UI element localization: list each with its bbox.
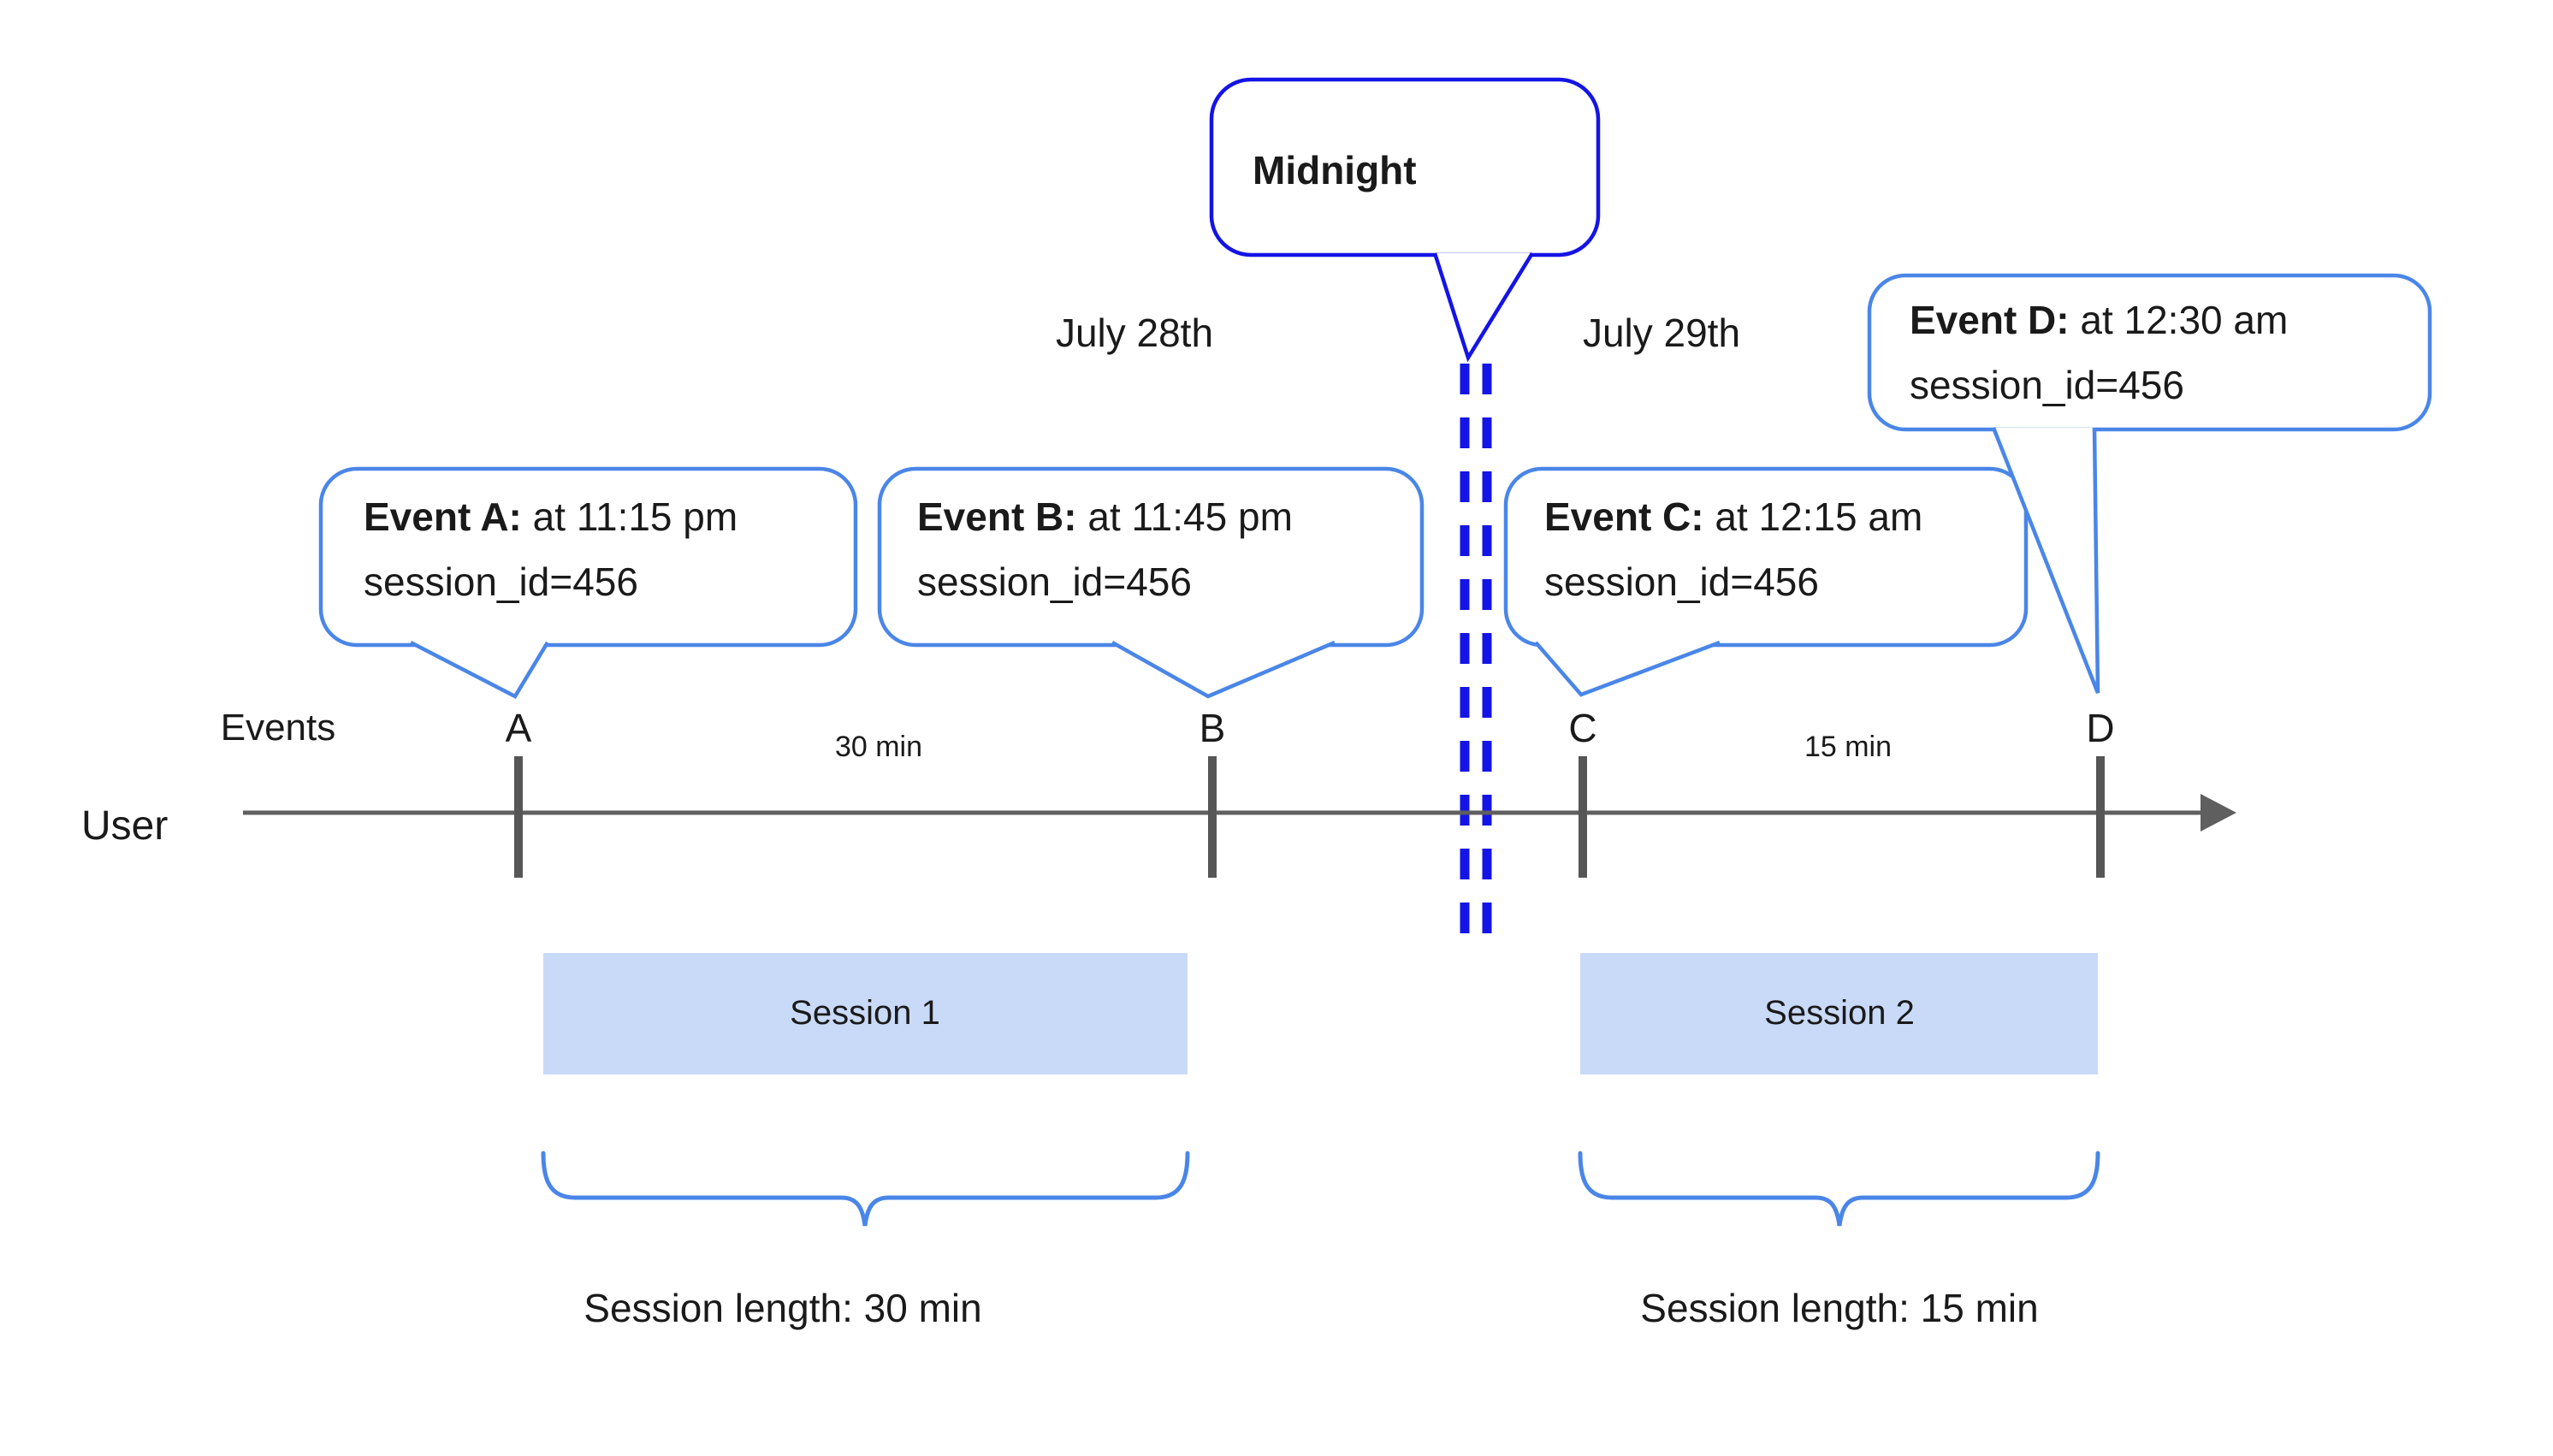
interval-label-30min: 30 min (834, 731, 923, 763)
event-d-bubble (1867, 273, 2432, 432)
session-1-box (543, 953, 1188, 1074)
event-b-time: at 11:45 pm (1076, 494, 1293, 539)
event-c-bubble (1503, 466, 2029, 648)
midnight-label: Midnight (1253, 148, 1417, 192)
timeline-arrowhead-icon (2201, 794, 2236, 832)
event-d-session: session_id=456 (1910, 363, 2184, 407)
event-c-bubble-tail (1534, 640, 1721, 697)
event-d-line1: Event D: at 12:30 am (1910, 287, 2288, 352)
session-1-length-label: Session length: 30 min (583, 1286, 982, 1330)
tick-label-a: A (505, 706, 532, 750)
user-axis-label: User (81, 803, 169, 849)
event-c-time: at 12:15 am (1703, 494, 1923, 539)
date-label-july-29: July 29th (1582, 311, 1741, 355)
event-b-text: Event B: at 11:45 pm session_id=456 (917, 484, 1293, 614)
interval-label-15min: 15 min (1804, 731, 1893, 763)
tick-label-b: B (1199, 706, 1226, 750)
midnight-bubble (1209, 77, 1601, 257)
event-d-bubble-tail (1991, 427, 2100, 694)
session-2-label: Session 2 (1764, 994, 1915, 1032)
event-a-time: at 11:15 pm (521, 494, 738, 539)
session-1-label: Session 1 (790, 994, 940, 1032)
date-label-july-28: July 28th (1055, 311, 1214, 355)
session-2-length-label: Session length: 15 min (1640, 1286, 2039, 1330)
event-c-title: Event C: (1544, 494, 1704, 539)
event-b-title: Event B: (917, 494, 1077, 539)
events-axis-label: Events (220, 707, 336, 749)
tick-label-d: D (2086, 706, 2115, 750)
event-a-bubble (318, 466, 858, 648)
event-b-session: session_id=456 (917, 559, 1192, 604)
event-a-bubble-tail (409, 641, 549, 699)
event-a-text: Event A: at 11:15 pm session_id=456 (364, 484, 737, 614)
event-c-session: session_id=456 (1544, 559, 1819, 604)
event-a-title: Event A: (364, 494, 522, 539)
session-2-brace (1578, 1151, 2100, 1227)
session-1-brace (541, 1151, 1190, 1227)
session-2-box (1580, 953, 2098, 1074)
event-c-text: Event C: at 12:15 am session_id=456 (1544, 484, 1922, 614)
event-a-session: session_id=456 (364, 559, 638, 604)
event-b-line1: Event B: at 11:45 pm (917, 484, 1293, 549)
event-d-text: Event D: at 12:30 am session_id=456 (1910, 287, 2288, 417)
event-c-line1: Event C: at 12:15 am (1544, 484, 1922, 549)
event-a-line1: Event A: at 11:15 pm (364, 484, 737, 549)
event-d-title: Event D: (1910, 298, 2070, 342)
tick-label-c: C (1568, 706, 1597, 750)
midnight-bubble-tail (1432, 252, 1534, 363)
event-d-time: at 12:30 am (2069, 298, 2289, 342)
event-b-bubble-tail (1111, 640, 1336, 699)
